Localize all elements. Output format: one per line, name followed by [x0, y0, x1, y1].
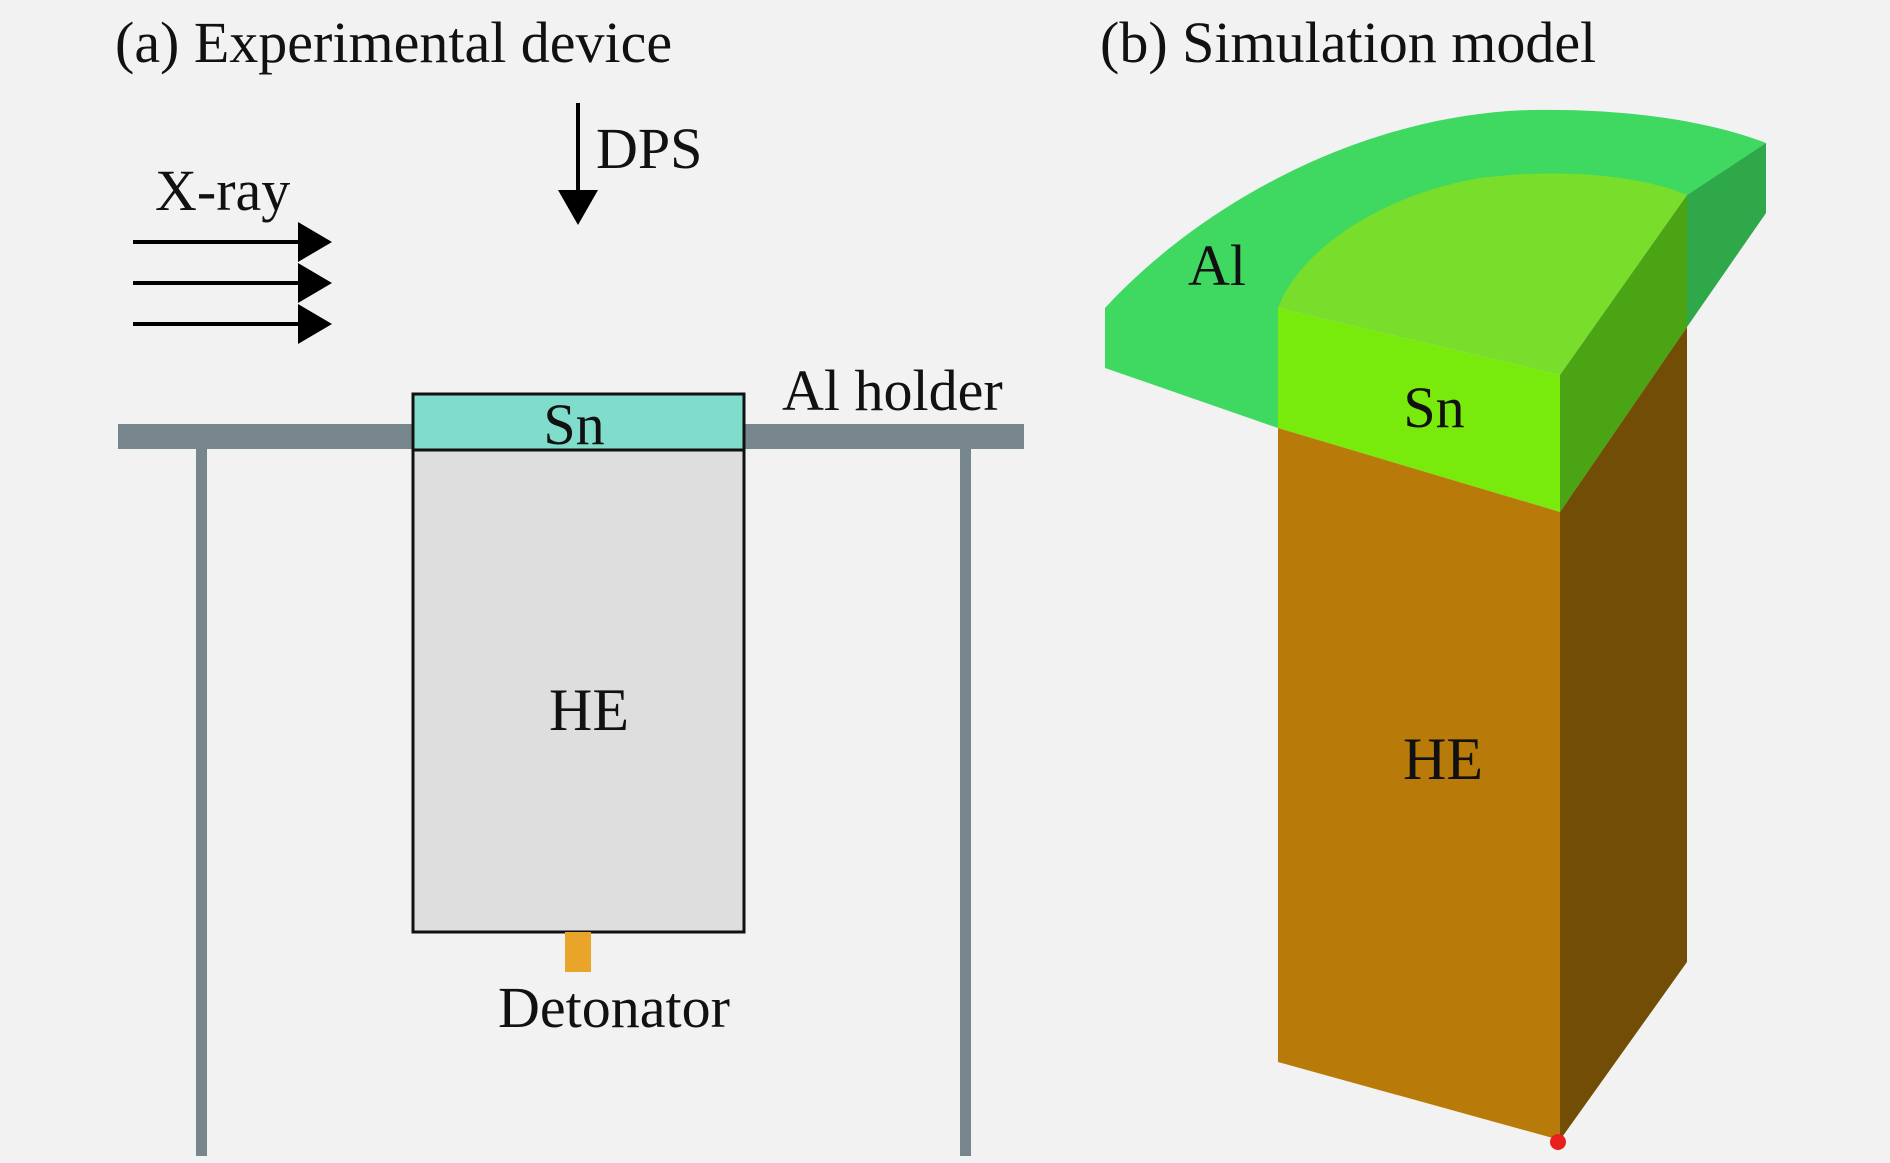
sn-label-b: Sn: [1403, 375, 1464, 440]
al-holder-label: Al holder: [782, 358, 1003, 423]
panel-b: (b) Simulation model Al Sn HE: [1100, 10, 1766, 1150]
xray-arrows: [133, 222, 332, 344]
detonator: [565, 932, 591, 972]
sn-plate: [411, 392, 746, 452]
dps-label: DPS: [596, 116, 702, 181]
sn-label-a: Sn: [543, 392, 604, 457]
origin-marker: [1550, 1134, 1566, 1150]
panel-a-title: (a) Experimental device: [115, 10, 672, 75]
panel-b-title: (b) Simulation model: [1100, 10, 1596, 75]
xray-label: X-ray: [155, 158, 290, 223]
al-label-b: Al: [1188, 233, 1246, 298]
detonator-label: Detonator: [498, 975, 730, 1040]
he-label-b: HE: [1403, 726, 1483, 792]
sn-quarter-disk: [1278, 173, 1687, 512]
al-ring: [1105, 109, 1766, 428]
dps-arrow: [558, 103, 598, 225]
he-label-a: HE: [549, 677, 629, 743]
he-block: [1278, 327, 1687, 1140]
panel-a: (a) Experimental device DPS X-ray Al hol…: [115, 10, 1024, 1156]
he-body: [411, 448, 746, 934]
